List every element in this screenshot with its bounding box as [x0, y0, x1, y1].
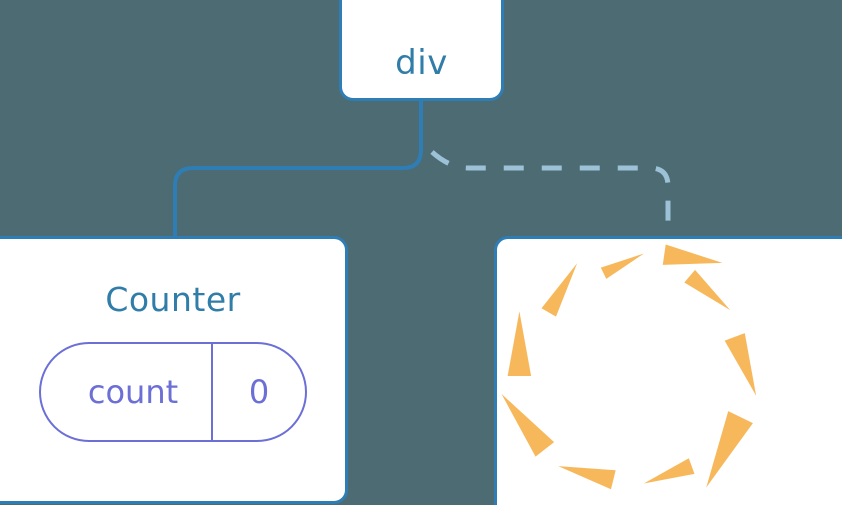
edge-div-to-counter [173, 98, 423, 242]
burst-ray-9 [684, 269, 731, 311]
state-pill-count[interactable]: count 0 [39, 342, 307, 442]
state-key: count [87, 373, 179, 411]
burst-ray-3 [507, 311, 532, 377]
burst-ray-2 [541, 263, 578, 317]
burst-ray-4 [501, 393, 555, 457]
node-div-label: div [395, 43, 448, 83]
burst-ray-1 [600, 253, 644, 279]
node-burst[interactable] [494, 236, 842, 505]
node-div[interactable]: div [339, 0, 504, 101]
burst-ray-8 [724, 333, 757, 396]
sparkle-burst-icon [501, 244, 757, 490]
burst-ray-6 [643, 458, 695, 484]
state-value: 0 [211, 344, 305, 440]
burst-ray-0 [662, 244, 723, 265]
node-counter[interactable]: Counter count 0 [0, 236, 348, 504]
edge-div-to-burst [430, 150, 671, 240]
burst-ray-5 [558, 466, 616, 490]
burst-ray-7 [706, 411, 753, 488]
node-counter-label: Counter [105, 280, 241, 319]
